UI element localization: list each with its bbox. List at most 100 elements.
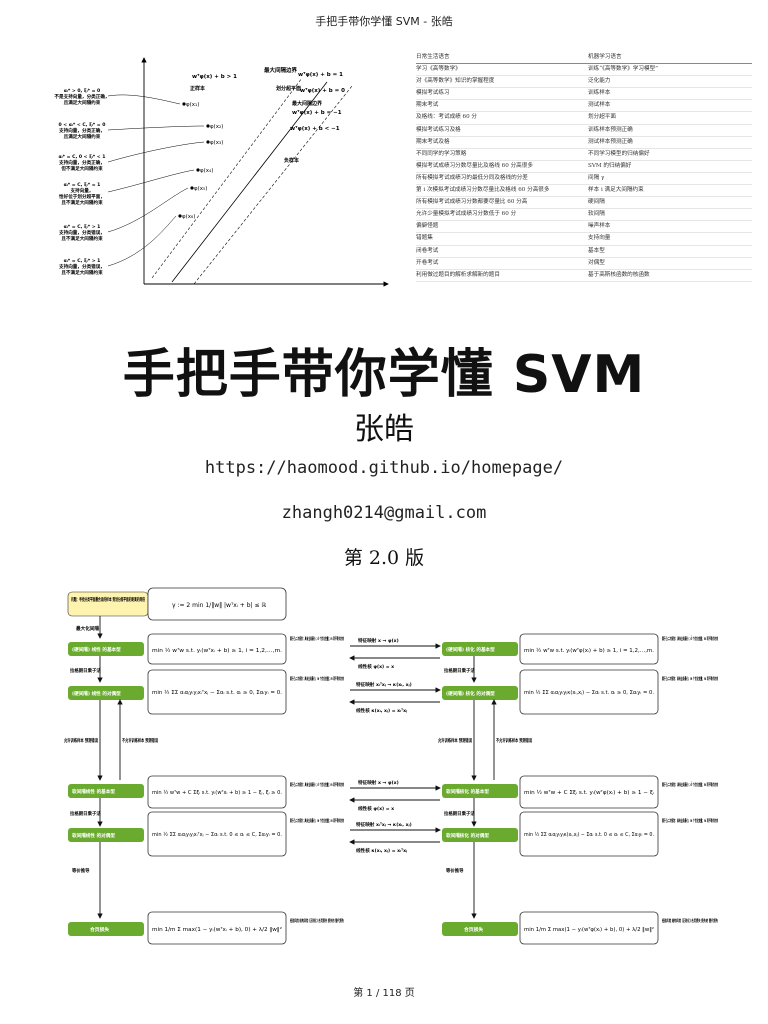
table-cell-ml: 泛化能力 xyxy=(588,78,611,85)
side-note-2: 属于凸二次规划：具有全局最小；m 个优化变量；m 项不等式约束 xyxy=(290,675,344,682)
right-column: (硬间隔) 核化 的基本型 拉格朗日乘子法 (硬间隔) 核化 的对偶型 允许训练… xyxy=(437,633,718,945)
left-soft-dual: 软间隔线性 的对偶型 xyxy=(72,832,115,839)
note-4-line-3: 且不满足大间隔约束 xyxy=(61,199,103,206)
eq-hard-dual: min ½ ΣΣ αᵢαⱼyᵢyⱼxᵢᵀxⱼ − Σαᵢ s.t. αᵢ ≥ 0… xyxy=(152,689,282,696)
right-hinge: 合页损失 xyxy=(464,926,483,933)
note-1-eq: αᵢ* > 0, ξᵢ* = 0 xyxy=(64,88,101,94)
table-cell-ml: SVM 的归纳偏好 xyxy=(588,162,632,169)
note-3-line-1: 支持向量，分类正确， xyxy=(59,159,105,166)
point-label-3: φ(x₃) xyxy=(210,140,223,146)
table-cell-daily: 学习《高等数学》 xyxy=(416,66,461,73)
side-note-r5: 经验风险 结构风险 (正则化) 合页损失 损失的 替代损失 xyxy=(662,917,718,924)
eq-minus1: wᵀφ(x) + b = −1 xyxy=(292,109,342,116)
table-cell-ml: 训练样本 xyxy=(588,90,611,97)
table-row: 模拟考试练习及格训练样本预测正确 xyxy=(416,125,752,137)
point-label-6: φ(x₆) xyxy=(182,214,195,220)
eq-hinge: min 1/m Σ max(1 − yᵢ(wᵀxᵢ + b), 0) + λ/2… xyxy=(152,927,282,933)
table-row: 所有模拟考试成绩习的最低分同及格线的分差间隔 γ xyxy=(416,173,752,186)
right-lagrange-2: 拉格朗日乘子法 xyxy=(444,810,475,817)
kernel-2: 线性核 κ(xᵢ, xⱼ) = xᵢᵀxⱼ xyxy=(356,707,407,714)
left-soft-basic: 软间隔线性 的基本型 xyxy=(72,788,115,795)
table-cell-daily: 期末考试 xyxy=(416,102,439,109)
eq-zero: wᵀφ(x) + b = 0 xyxy=(300,87,345,94)
side-note-5: 经验风险 结构风险 (正则化) 合页损失 损失的 替代损失 xyxy=(290,917,344,924)
note-2-eq: 0 < αᵢ* < C, ξᵢ* = 0 xyxy=(59,122,106,128)
eq-hard-basic: min ½ wᵀw s.t. yᵢ(wᵀxᵢ + b) ≥ 1, i = 1,2… xyxy=(152,647,282,654)
eq-k-hinge: min 1/m Σ max(1 − yᵢ(wᵀφ(xᵢ) + b), 0) + … xyxy=(524,927,654,933)
table-cell-ml: 基于高斯核函数的核函数 xyxy=(588,271,650,278)
note-3-line-2: 但不满足大间隔约束 xyxy=(60,165,103,172)
svm-flowchart: 问题：寻找分类平面最合适的样本 到划分超平面的距离的两倍 γ := 2 min … xyxy=(63,587,718,945)
table-cell-daily: 期末考试及格 xyxy=(416,138,450,145)
left-hard-basic: (硬间隔) 线性 的基本型 xyxy=(72,646,121,653)
table-cell-daily: 偏僻怪题 xyxy=(416,223,439,230)
edition-label: 第 2.0 版 xyxy=(343,547,425,569)
side-note-r1: 属于凸二次规划：具有全局最小；d̃ 个优化变量；m 项不等式约束 xyxy=(662,635,718,642)
right-disallow: 不允许训练样本 预测错误 xyxy=(496,737,532,744)
table-row: 允许少量模拟考试成绩习分数低于 60 分软间隔 xyxy=(416,209,752,222)
map-3: 特征映射 x → φ(x) xyxy=(358,779,399,786)
table-cell-daily: 模拟考试练习及格 xyxy=(416,126,461,133)
table-cell-daily: 及格线：考试成绩 60 分 xyxy=(416,114,478,121)
side-note-r2: 属于凸二次规划：具有全局最小；m 个优化变量；m 项不等式约束 xyxy=(662,675,718,682)
table-cell-daily: 闭卷考试 xyxy=(416,247,439,254)
data-points: φ(x₁) φ(x₂) φ(x₃) φ(x₄) φ(x₅) φ(x₆) xyxy=(178,102,223,220)
label-max-margin2: 最大间隔边界 xyxy=(292,100,323,107)
table-row: 偏僻怪题 噪声样本 xyxy=(416,221,752,234)
note-1-line-2: 且满足大间隔约束 xyxy=(64,99,101,106)
right-soft-dual: 软间隔核化 的对偶型 xyxy=(446,832,489,839)
left-disallow: 不允许训练样本 预测错误 xyxy=(122,737,158,744)
note-6-line-1: 支持向量，分类错误， xyxy=(59,263,105,270)
right-hard-dual: (硬间隔) 核化 的对偶型 xyxy=(446,690,495,697)
left-hinge: 合页损失 xyxy=(90,926,109,933)
note-6-eq: αᵢ* = C, ξᵢ* > 1 xyxy=(64,258,101,264)
side-note-1: 属于凸二次规划：具有全局最小；d 个优化变量；m 项不等式约束 xyxy=(290,635,344,642)
right-equiv: 等价推导 xyxy=(446,867,464,874)
side-note-3: 属于凸二次规划：具有全局最小；d 个优化变量；m 项不等式约束 xyxy=(290,781,344,788)
homepage-link[interactable]: https://haomood.github.io/homepage/ xyxy=(204,458,564,478)
table-cell-ml: 支持向量 xyxy=(588,235,611,242)
table-cell-ml: 对偶型 xyxy=(588,259,605,266)
note-5-line-2: 且不满足大间隔约束 xyxy=(61,235,103,242)
eq-top: wᵀφ(x) + b > 1 xyxy=(192,73,237,80)
note-3-eq: αᵢ* = C, 0 < ξᵢ* < 1 xyxy=(59,154,106,160)
table-row: 及格线：考试成绩 60 分划分超平面 xyxy=(416,112,752,125)
map-1: 特征映射 x → φ(x) xyxy=(358,637,399,644)
table-cell-ml: 样本 i 满足大间隔约束 xyxy=(588,187,644,194)
table-cell-daily: 允许少量模拟考试成绩习分数低于 60 分 xyxy=(416,211,517,218)
eq-k-soft-basic: min ½ wᵀw + C Σξᵢ s.t. yᵢ(wᵀφ(xᵢ) + b) ≥… xyxy=(524,789,654,796)
right-hard-basic: (硬间隔) 核化 的基本型 xyxy=(446,646,495,653)
note-6-line-2: 且不满足大间隔约束 xyxy=(61,269,103,276)
left-column: (硬间隔) 线性 的基本型 拉格朗日乘子法 (硬间隔) 线性 的对偶型 允许训练… xyxy=(63,633,344,945)
table-cell-daily: 所有模拟考试成绩习分数都要尽量比 60 分高 xyxy=(416,199,528,206)
eq-k-soft-dual: min ½ ΣΣ αᵢαⱼyᵢyⱼκ(xᵢ,xⱼ) − Σαᵢ s.t. 0 ≤… xyxy=(524,831,654,838)
table-row: 所有模拟考试成绩习分数都要尽量比 60 分高硬间隔 xyxy=(416,197,752,210)
table-row: 开卷考试对偶型 xyxy=(416,258,752,270)
left-lagrange-2: 拉格朗日乘子法 xyxy=(70,810,101,817)
side-note-r4: 属于凸二次规划：具有全局最小；m 个优化变量；m 项不等式约束 xyxy=(662,817,718,824)
table-cell-daily: 模拟考试练习 xyxy=(416,90,450,97)
table-cell-ml: 训练“《高等数学》学习模型” xyxy=(588,66,659,73)
note-5-eq: αᵢ* = C, ξᵢ* > 1 xyxy=(64,224,101,230)
note-2-line-1: 支持向量，分类正确， xyxy=(59,127,105,134)
point-label-5: φ(x₅) xyxy=(194,186,207,192)
note-4-line-2: 恰好位于划分超平面， xyxy=(59,193,105,200)
note-2-line-2: 且满足大间隔约束 xyxy=(64,133,101,140)
table-cell-daily: 对《高等数学》知识的掌握程度 xyxy=(416,78,495,85)
table-cell-ml: 测试样本预测正确 xyxy=(588,138,633,145)
table-row: 模拟考试练习 训练样本 xyxy=(416,88,752,101)
table-row: 期末考试测试样本 xyxy=(416,100,752,113)
table-header-cell: 日常生活语言 xyxy=(416,54,450,60)
point-label-1: φ(x₁) xyxy=(186,102,199,108)
point-label-2: φ(x₂) xyxy=(210,124,223,130)
note-5-line-1: 支持向量，分类错误， xyxy=(59,229,105,236)
side-note-4: 属于凸二次规划：具有全局最小；m 个优化变量；m 项不等式约束 xyxy=(290,817,344,824)
table-cell-ml: 不同学习模型的归纳偏好 xyxy=(588,150,650,157)
kernel-4: 线性核 κ(xᵢ, xⱼ) = xᵢᵀxⱼ xyxy=(356,847,407,854)
label-positive: 正样本 xyxy=(190,85,206,92)
table-row: 闭卷考试基本型 xyxy=(416,246,752,258)
email-link[interactable]: zhangh0214@gmail.com xyxy=(281,503,487,523)
table-cell-ml: 噪声样本 xyxy=(588,223,611,230)
table-cell-daily: 所有模拟考试成绩习的最低分同及格线的分差 xyxy=(416,174,528,181)
